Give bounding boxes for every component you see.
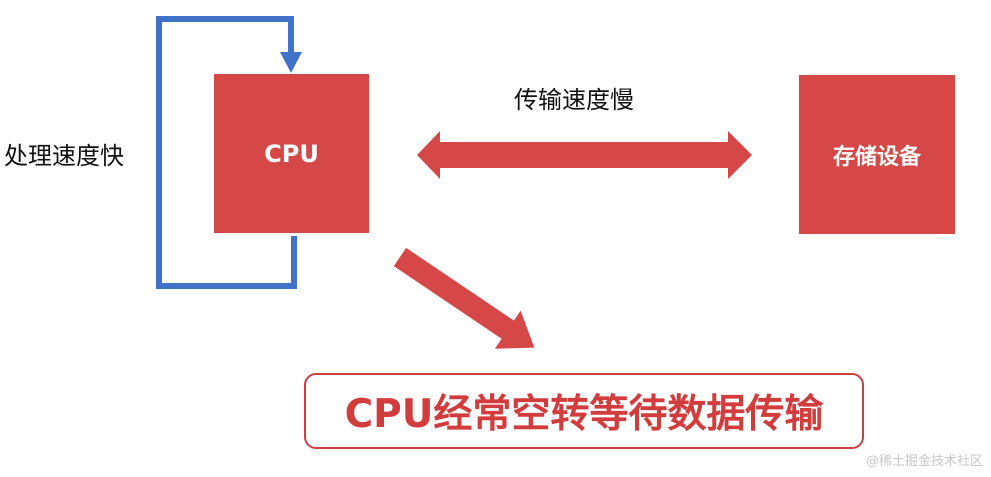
transfer-double-arrow bbox=[417, 131, 752, 179]
storage-device-block: 存储设备 bbox=[799, 75, 955, 234]
cpu-label: CPU bbox=[264, 139, 319, 168]
processing-loop-arrow bbox=[156, 16, 297, 289]
transfer-speed-label: 传输速度慢 bbox=[514, 86, 634, 114]
processing-loop-arrowhead bbox=[280, 52, 302, 73]
watermark: @稀土掘金技术社区 bbox=[865, 454, 983, 469]
cpu-block: CPU bbox=[214, 74, 369, 233]
storage-label: 存储设备 bbox=[832, 144, 921, 170]
conclusion-box: CPU经常空转等待数据传输 bbox=[304, 373, 864, 449]
processing-speed-label: 处理速度快 bbox=[4, 142, 124, 170]
conclusion-text: CPU经常空转等待数据传输 bbox=[344, 392, 824, 437]
conclusion-arrow bbox=[393, 247, 535, 349]
